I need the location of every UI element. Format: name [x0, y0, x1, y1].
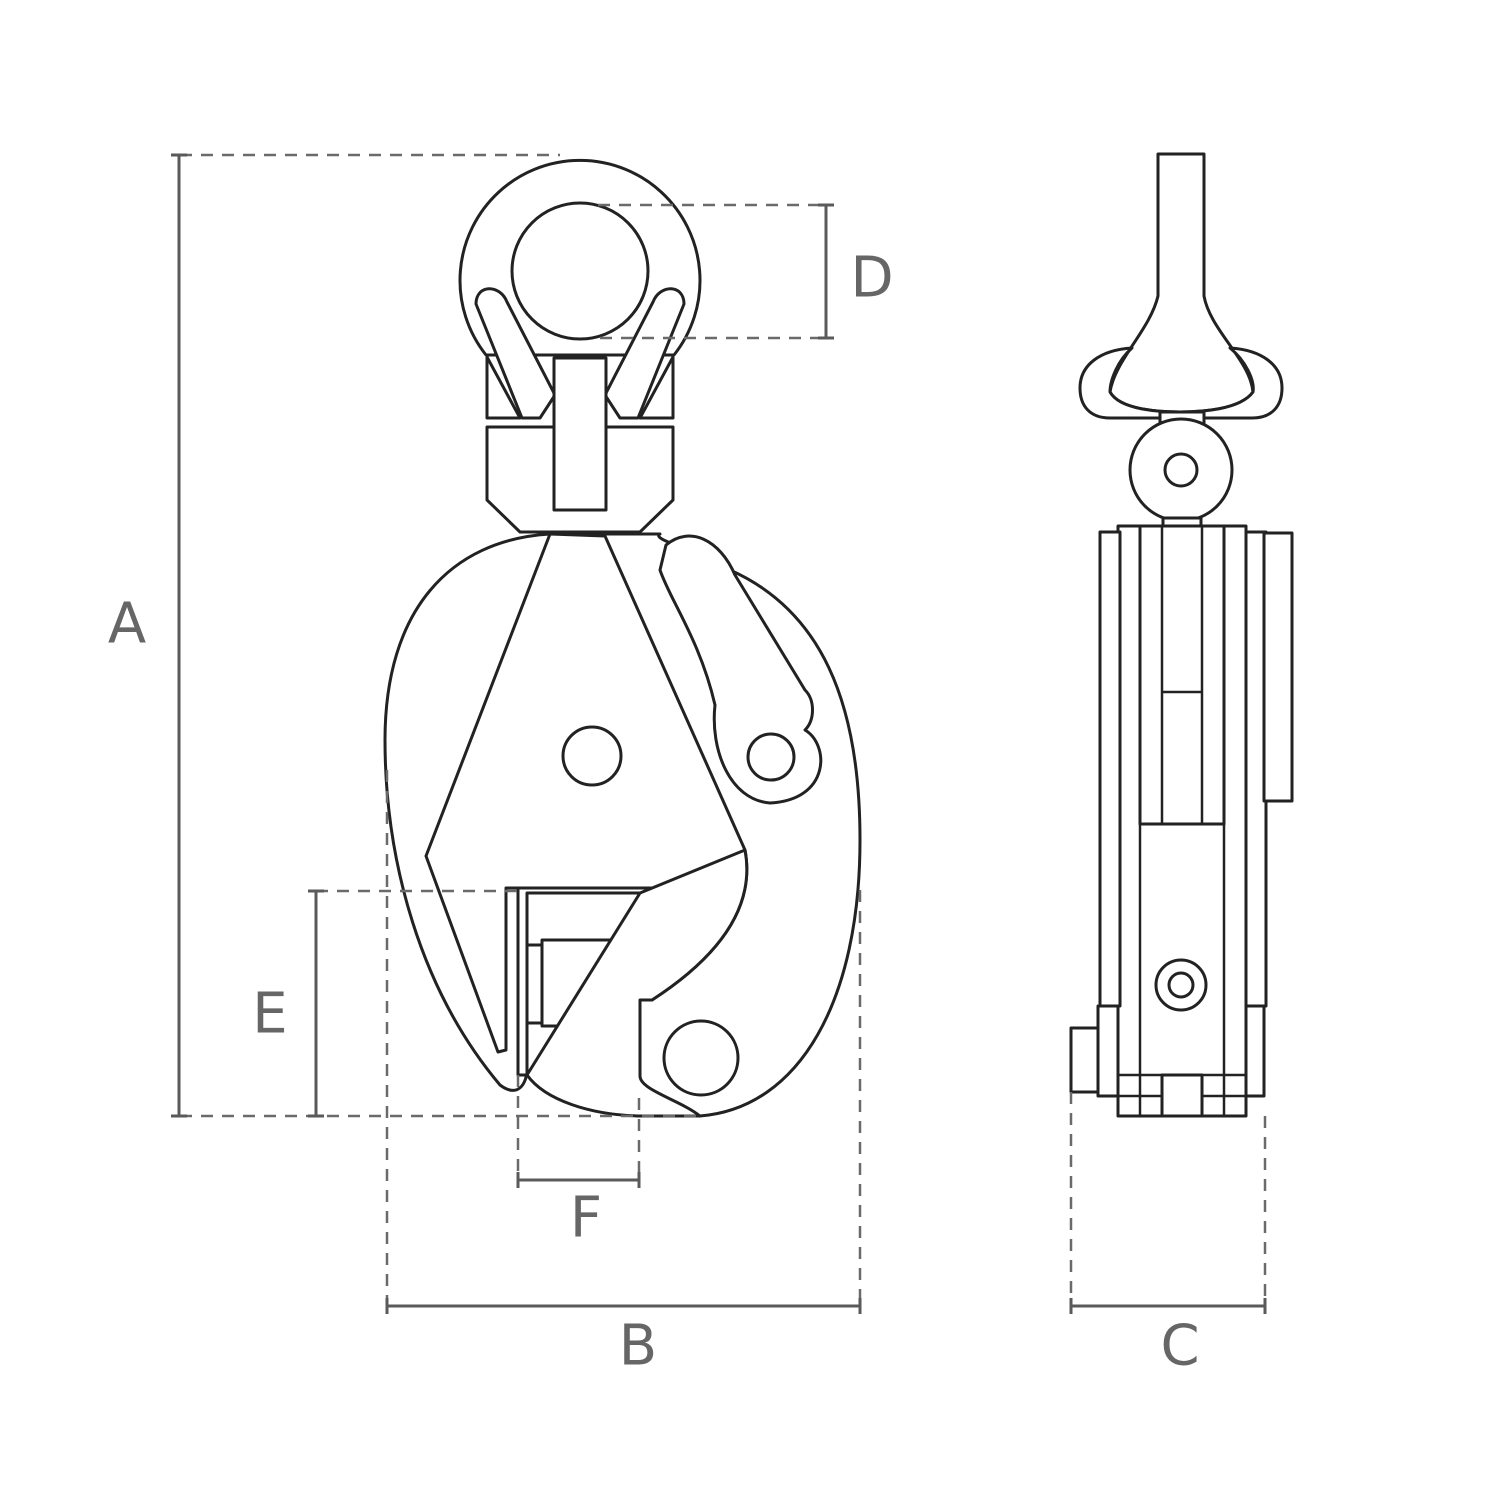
side-pin-center	[1167, 971, 1195, 999]
eye-shank	[1108, 152, 1255, 414]
pivot-pin	[561, 725, 623, 787]
bottom-block	[1160, 1073, 1204, 1118]
swivel-yoke	[474, 287, 686, 420]
cam-pin	[662, 1019, 740, 1097]
swivel-knuckle-pin	[1163, 452, 1199, 488]
swivel-pin	[552, 356, 608, 512]
jaw-pad-guide	[525, 943, 544, 1025]
dimension-label-b: B	[619, 1314, 657, 1379]
bolt-washer	[1096, 1004, 1120, 1098]
front-view	[383, 158, 862, 1118]
gripping-cam	[525, 848, 749, 1118]
lever-plate	[1262, 531, 1294, 803]
dimension-label-e: E	[252, 982, 287, 1047]
lifting-eye	[458, 158, 702, 357]
dimension-label-f: F	[570, 1186, 602, 1251]
side-view	[1069, 152, 1294, 1118]
outer-plate-left	[1098, 530, 1122, 1008]
dimension-label-c: C	[1160, 1314, 1199, 1379]
lever-pin	[746, 732, 796, 782]
inner-block	[1138, 524, 1226, 826]
dimension-label-a: A	[108, 592, 146, 657]
bolt-head	[1069, 1026, 1101, 1094]
nut-right	[1244, 1004, 1266, 1098]
dimension-label-d: D	[850, 246, 893, 311]
eye-flange	[1078, 346, 1284, 420]
dimension-lines	[171, 153, 1267, 1314]
